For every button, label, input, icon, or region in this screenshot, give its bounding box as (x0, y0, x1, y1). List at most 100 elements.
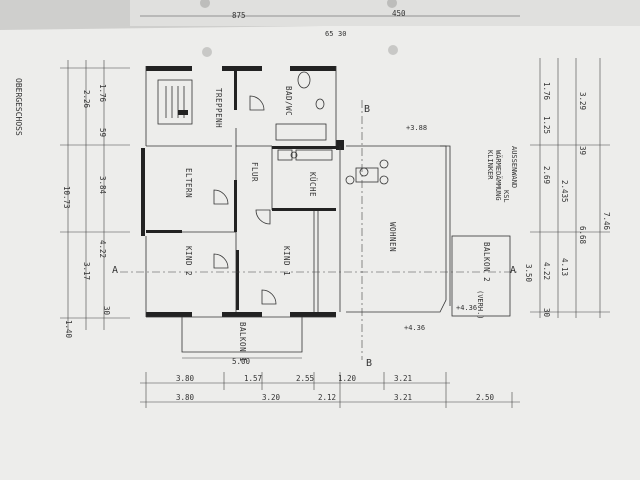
level-mark-1: +3.88 (406, 124, 427, 132)
door-swing-flur (255, 209, 271, 225)
dim-top-30: 30 (338, 30, 346, 38)
wall-column (336, 140, 344, 150)
level-mark-3: +4.36 (456, 304, 477, 312)
wall-note-line3: WÄRMEDÄMMUNG (494, 150, 503, 201)
wall-bottom-mid (222, 312, 262, 317)
sliding-wall (313, 211, 319, 312)
chair (345, 175, 355, 185)
balkon1-width: 5.00 (232, 357, 251, 366)
wall-bottom-right (290, 312, 336, 317)
dim-left-5: 10.73 (62, 186, 71, 209)
kitchen-unit (277, 149, 293, 161)
room-kind1: KIND 1 (282, 246, 291, 276)
dim-right-b5: 7.46 (602, 212, 611, 231)
wall-kind2-kind1 (236, 250, 239, 310)
wall-top-mid (222, 66, 262, 71)
punch-hole (388, 45, 398, 55)
dim-bottom-r1-1: 3.80 (176, 374, 195, 383)
door-swing-eltern (213, 189, 229, 205)
wall-top-left (146, 66, 192, 71)
punch-hole (387, 0, 397, 8)
punch-hole (202, 47, 212, 57)
dim-bottom-r1-4: 1.20 (338, 374, 357, 383)
wohnen-outline (346, 145, 447, 313)
balkon1-outline (181, 317, 303, 353)
room-treppenh: TREPPENH (214, 88, 223, 128)
room-kind2: KIND 2 (184, 246, 193, 276)
chair (379, 175, 389, 185)
dim-top-65: 65 (325, 30, 333, 38)
dim-bottom-r2-5: 2.50 (476, 393, 495, 402)
wall-note-line1: AUSSENWAND (510, 146, 518, 188)
door-swing-kind1 (261, 289, 277, 305)
stair-landing (178, 110, 188, 115)
dim-top-875: 875 (232, 11, 246, 20)
room-wohnen: WOHNEN (388, 222, 397, 252)
wall-bottom-left (146, 312, 192, 317)
sink-fixture (315, 98, 325, 110)
dim-right-b1: 3.29 (578, 92, 587, 110)
paper (0, 22, 640, 480)
dim-left-6: 4.22 (98, 240, 107, 258)
dim-left-2: 2.26 (82, 90, 91, 109)
dim-left-4: 3.84 (98, 176, 107, 195)
wall-note: AUSSENWAND KSL WÄRMEDÄMMUNG KLINKER (486, 146, 518, 203)
bottom-dim-ticks (145, 372, 513, 408)
dim-bottom-r2-4: 3.21 (394, 393, 412, 402)
stove-ring (290, 151, 298, 159)
wall-note-line2: KSL (502, 190, 510, 203)
dim-bottom-r2-2: 3.20 (262, 393, 281, 402)
bathtub (275, 123, 327, 141)
floor-title: OBERGESCHOSS (14, 78, 23, 136)
dim-right-a6: 30 (542, 308, 551, 318)
wall-note-line4: KLINKER (486, 150, 494, 180)
dining-table (355, 167, 379, 183)
dim-bottom-r2-3: 2.12 (318, 393, 336, 402)
wc-fixture (297, 71, 311, 89)
dim-top-450: 450 (392, 9, 406, 18)
level-mark-2: +4.36 (404, 324, 425, 332)
stair-outline (157, 79, 193, 125)
room-bad-wc: BAD/WC (284, 86, 293, 116)
room-balkon2-note: (VERH.) (476, 290, 484, 320)
wohnen-outer-wall (440, 145, 451, 306)
balkon2-outline (451, 235, 511, 317)
section-a-right: A (510, 265, 516, 276)
dim-left-7: 3.17 (82, 262, 91, 280)
wall-stair-bath (234, 70, 237, 110)
room-eltern: ELTERN (184, 168, 193, 198)
dim-right-b3: 4.13 (560, 258, 569, 276)
room-balkon2: BALKON 2 (482, 242, 491, 282)
room-flur: FLUR (250, 162, 259, 182)
dim-bottom-r1-3: 2.55 (296, 374, 314, 383)
dim-right-a2: 1.25 (542, 116, 551, 134)
door-swing-kind2 (213, 253, 229, 269)
room-kueche: KÜCHE (308, 172, 317, 197)
punch-hole (200, 0, 210, 8)
stair-steps (165, 86, 185, 118)
dim-left-9: 1.40 (64, 320, 73, 339)
section-a-left: A (112, 265, 118, 276)
wall-eltern-kind2 (146, 230, 182, 233)
previous-sheet-strip (130, 0, 640, 26)
dim-left-3: 59 (98, 128, 107, 137)
dim-right-a3: 2.69 (542, 166, 551, 184)
wall-kueche-kind1 (272, 208, 336, 211)
dim-bottom-r1-2: 1.57 (244, 374, 262, 383)
section-b-bottom: B (366, 358, 372, 369)
section-b-top: B (364, 104, 370, 115)
dim-right-b6: 39 (578, 146, 587, 155)
wall-bath-kueche (272, 146, 336, 149)
dim-right-a4: 4.22 (542, 262, 551, 280)
door-swing-bath (249, 95, 265, 111)
room-balkon1: BALKON 1 (238, 322, 247, 362)
wall-top-right (290, 66, 336, 71)
dim-right-b4: 6.68 (578, 226, 587, 245)
wall-eltern-flur (234, 180, 237, 232)
outer-outline (145, 66, 337, 318)
chair (379, 159, 389, 169)
dim-bottom-r2-1: 3.80 (176, 393, 195, 402)
dim-right-a1: 1.76 (542, 82, 551, 101)
